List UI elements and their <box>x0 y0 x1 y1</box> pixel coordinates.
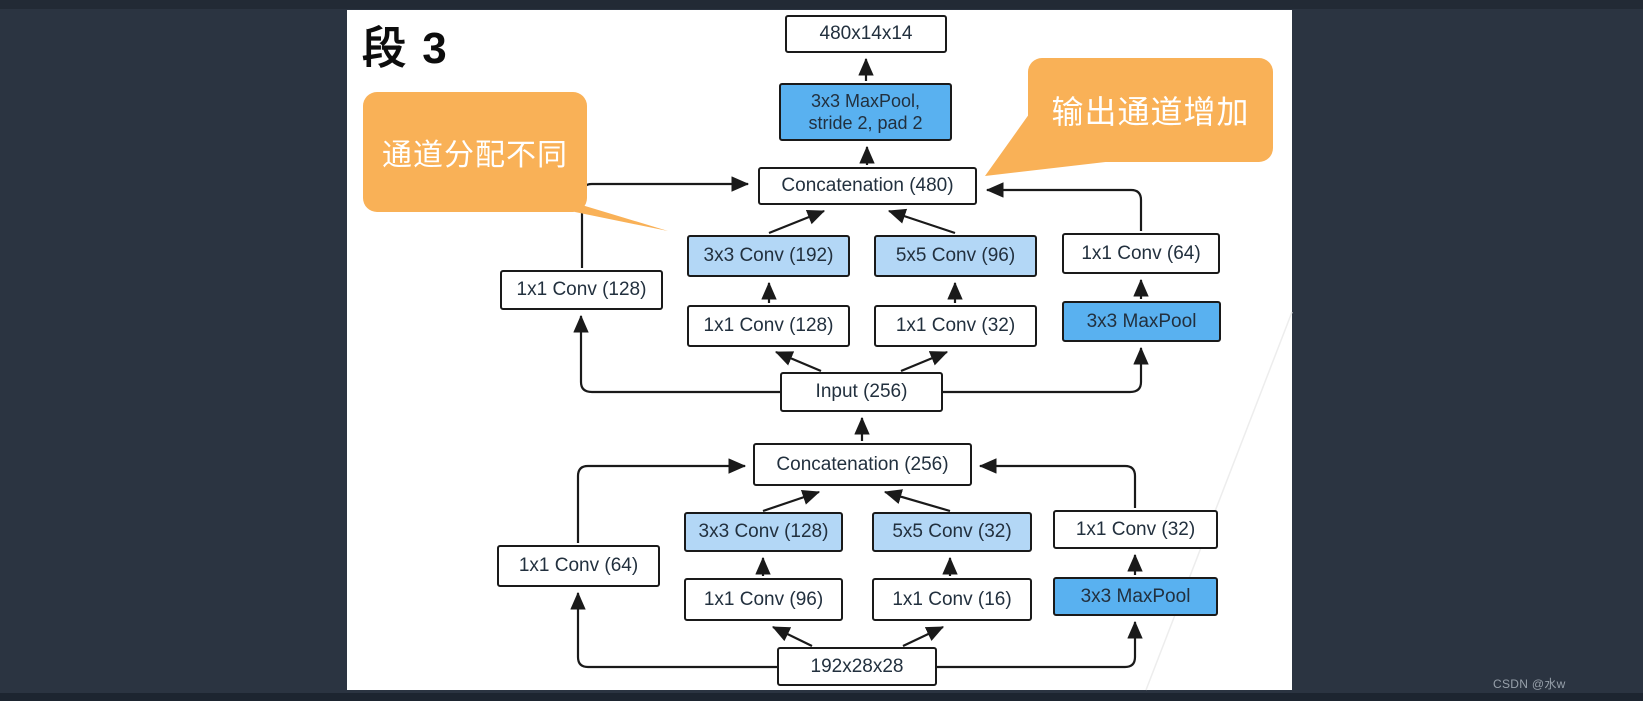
node-input-256: Input (256) <box>780 372 943 412</box>
node-conv1-128-left-branch: 1x1 Conv (128) <box>500 270 663 310</box>
top-border-strip <box>0 0 1643 9</box>
node-maxpool-upper: 3x3 MaxPool <box>1062 301 1221 342</box>
bottom-border-strip <box>0 693 1643 701</box>
arrow-input-to-maxpool-upper <box>943 346 1149 394</box>
arrow-192-to-conv1-96 <box>772 626 813 647</box>
arrow-192-to-maxpool-lower <box>937 620 1143 669</box>
arrow-conv5-32-to-concat256 <box>883 489 951 513</box>
arrow-input-to-conv1-32 <box>900 350 949 373</box>
node-input-192x28x28: 192x28x28 <box>777 647 937 686</box>
node-conv1-64-upper-right: 1x1 Conv (64) <box>1062 233 1220 274</box>
node-conv5-32: 5x5 Conv (32) <box>872 512 1032 552</box>
callout-channel-allocation: 通道分配不同 <box>363 92 587 212</box>
node-conv1-96-reduce: 1x1 Conv (96) <box>684 578 843 621</box>
arrow-conv3-192-to-concat480 <box>768 209 826 235</box>
node-maxpool-stride2: 3x3 MaxPool, stride 2, pad 2 <box>779 83 952 141</box>
node-maxpool-lower: 3x3 MaxPool <box>1053 577 1218 616</box>
arrow-conv1-64-to-concat480 <box>985 182 1143 231</box>
arrow-input-to-conv1-128 <box>774 350 822 373</box>
node-conv1-32-reduce: 1x1 Conv (32) <box>874 305 1037 347</box>
arrow-conv5-96-to-concat480 <box>887 208 956 235</box>
node-conv1-64-left-branch: 1x1 Conv (64) <box>497 545 660 587</box>
faint-watermark-line <box>1145 311 1293 691</box>
node-conv1-32-lower-right: 1x1 Conv (32) <box>1053 510 1218 549</box>
page-title: 段 3 <box>362 24 449 73</box>
node-conv5-96: 5x5 Conv (96) <box>874 235 1037 277</box>
node-concatenation-256: Concatenation (256) <box>753 443 972 486</box>
csdn-watermark: CSDN @水w <box>1493 677 1566 691</box>
callout-output-channels: 输出通道增加 <box>1028 58 1273 162</box>
arrow-conv3-128-to-concat256 <box>762 490 821 513</box>
node-conv3-128: 3x3 Conv (128) <box>684 512 843 552</box>
arrow-192-to-conv1-16 <box>902 626 944 647</box>
arrow-conv1-64-left-to-concat256 <box>576 458 747 543</box>
arrow-192-to-conv1-64-left <box>570 591 777 669</box>
node-conv1-128-reduce: 1x1 Conv (128) <box>687 305 850 347</box>
node-concatenation-480: Concatenation (480) <box>758 167 977 205</box>
arrow-conv1-32-right-to-concat256 <box>978 458 1137 508</box>
arrow-input-to-conv1-128-left <box>573 314 780 394</box>
node-conv1-16-reduce: 1x1 Conv (16) <box>872 578 1032 621</box>
node-conv3-192: 3x3 Conv (192) <box>687 235 850 277</box>
node-output-480x14x14: 480x14x14 <box>785 15 947 53</box>
